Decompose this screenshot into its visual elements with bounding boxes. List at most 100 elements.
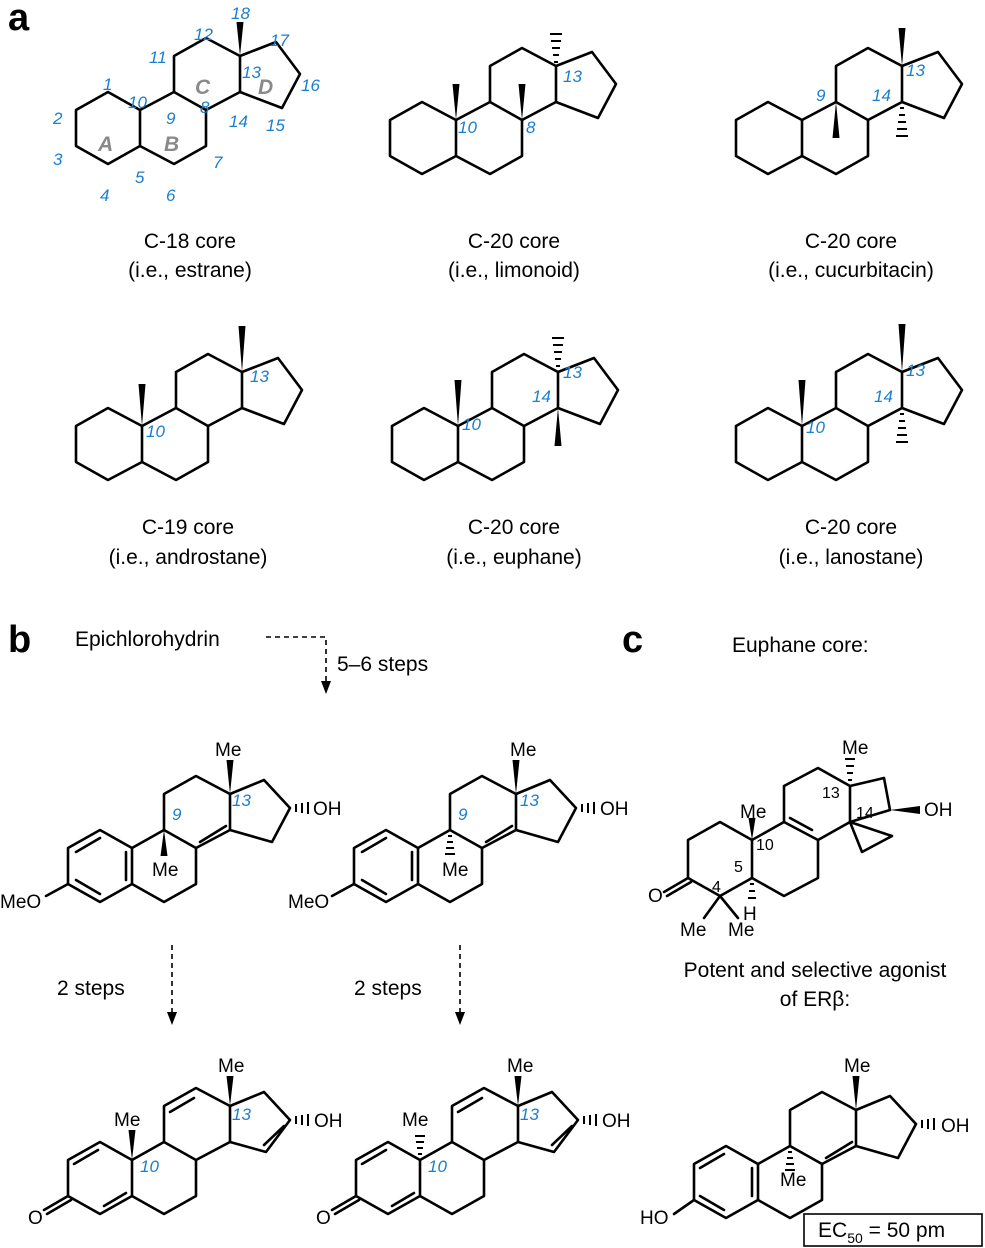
svg-text:13: 13 [520, 791, 539, 810]
svg-text:6: 6 [166, 186, 176, 205]
svg-text:A: A [97, 133, 113, 156]
svg-text:13: 13 [563, 67, 582, 86]
svg-text:9: 9 [166, 109, 176, 128]
svg-text:10: 10 [806, 418, 825, 437]
svg-text:17: 17 [270, 31, 289, 50]
svg-text:16: 16 [301, 76, 320, 95]
svg-text:10: 10 [756, 837, 774, 854]
er-beta-agonist-structure: Me OH HO Me [640, 1056, 970, 1229]
svg-text:C-20 core: C-20 core [805, 516, 897, 539]
route-arrowhead-1 [321, 681, 331, 694]
svg-text:7: 7 [213, 153, 223, 172]
svg-text:3: 3 [53, 150, 63, 169]
panel-label-c: c [622, 619, 643, 661]
svg-text:14: 14 [856, 805, 874, 822]
svg-text:Potent and selective agonist: Potent and selective agonist [684, 959, 947, 982]
svg-text:Me: Me [152, 860, 178, 881]
euphane-core-title: Euphane core: [732, 634, 869, 657]
euphane-structure: 13 14 10 [390, 337, 620, 482]
svg-text:HO: HO [640, 1208, 669, 1229]
svg-text:10: 10 [428, 1157, 447, 1176]
svg-text:13: 13 [906, 61, 925, 80]
svg-text:1: 1 [103, 75, 112, 94]
ec50-label: EC50 = 50 pm [818, 1219, 945, 1246]
svg-text:Me: Me [402, 1110, 428, 1131]
svg-text:C: C [195, 76, 211, 99]
svg-text:9: 9 [816, 86, 826, 105]
svg-text:10: 10 [128, 93, 147, 112]
androstane-structure: 13 10 [74, 326, 304, 482]
svg-text:18: 18 [231, 4, 250, 23]
svg-text:Me: Me [510, 740, 536, 761]
svg-text:C-20 core: C-20 core [468, 230, 560, 253]
panel-label-a: a [8, 0, 30, 39]
svg-text:O: O [648, 886, 663, 907]
steps-label-5-6: 5–6 steps [337, 653, 428, 676]
svg-text:14: 14 [532, 387, 551, 406]
agonist-caption: Potent and selective agonist of ERβ: [684, 959, 947, 1011]
svg-text:O: O [28, 1208, 43, 1229]
ec50-box: EC50 = 50 pm [803, 1213, 983, 1247]
svg-text:13: 13 [232, 1105, 251, 1124]
svg-text:(i.e., androstane): (i.e., androstane) [109, 546, 268, 569]
caption-lanostane: C-20 core (i.e., lanostane) [779, 516, 924, 569]
svg-text:8: 8 [526, 118, 536, 137]
svg-text:11: 11 [149, 48, 167, 67]
svg-text:D: D [258, 76, 273, 99]
svg-text:OH: OH [924, 800, 953, 821]
estrane-structure [74, 22, 302, 166]
dienone-10-beta: Me Me OH O 10 13 [28, 1056, 343, 1229]
svg-text:OH: OH [602, 1111, 631, 1132]
caption-euphane: C-20 core (i.e., euphane) [446, 516, 581, 569]
svg-text:Me: Me [780, 1170, 806, 1191]
svg-text:C-18 core: C-18 core [144, 230, 236, 253]
svg-text:C-20 core: C-20 core [805, 230, 897, 253]
svg-text:4: 4 [100, 186, 109, 205]
svg-text:10: 10 [462, 415, 481, 434]
svg-text:10: 10 [458, 118, 477, 137]
svg-text:13: 13 [906, 361, 925, 380]
svg-text:of ERβ:: of ERβ: [780, 988, 850, 1011]
caption-limonoid: C-20 core (i.e., limonoid) [448, 230, 580, 282]
svg-text:C-20 core: C-20 core [468, 516, 560, 539]
svg-text:14: 14 [872, 86, 891, 105]
svg-text:MeO: MeO [288, 892, 329, 913]
svg-text:Me: Me [740, 802, 766, 823]
svg-text:13: 13 [563, 363, 582, 382]
intermediate-9-beta: Me OH MeO Me 9 13 [0, 740, 342, 913]
epichlorohydrin-label: Epichlorohydrin [75, 628, 220, 651]
svg-text:4: 4 [712, 879, 721, 896]
svg-text:Me: Me [442, 860, 468, 881]
svg-text:Me: Me [844, 1056, 870, 1077]
svg-text:(i.e., cucurbitacin): (i.e., cucurbitacin) [768, 259, 934, 282]
svg-text:OH: OH [941, 1116, 970, 1137]
svg-text:8: 8 [200, 98, 210, 117]
dienone-10-alpha: Me Me OH O 10 13 [316, 1056, 631, 1229]
svg-text:Me: Me [114, 1110, 140, 1131]
steps-label-2-right: 2 steps [354, 977, 422, 1000]
svg-text:13: 13 [520, 1105, 539, 1124]
svg-text:10: 10 [146, 422, 165, 441]
svg-text:14: 14 [874, 387, 893, 406]
svg-text:OH: OH [600, 799, 629, 820]
steps-label-2-left: 2 steps [57, 977, 125, 1000]
caption-cucurbitacin: C-20 core (i.e., cucurbitacin) [768, 230, 934, 282]
svg-text:(i.e., lanostane): (i.e., lanostane) [779, 546, 924, 569]
svg-text:13: 13 [250, 367, 269, 386]
svg-text:13: 13 [232, 791, 251, 810]
svg-text:MeO: MeO [0, 892, 41, 913]
intermediate-9-alpha: Me OH MeO Me 9 13 [288, 740, 629, 913]
svg-text:OH: OH [314, 1111, 343, 1132]
svg-text:OH: OH [313, 799, 342, 820]
route-arrowhead-2 [167, 1012, 177, 1025]
svg-text:H: H [743, 904, 757, 925]
svg-text:Me: Me [507, 1056, 533, 1077]
svg-text:9: 9 [172, 805, 182, 824]
estrane-ring-letters: A B C D [97, 76, 273, 156]
svg-text:Me: Me [218, 1056, 244, 1077]
cucurbitacin-structure: 9 13 14 [734, 28, 964, 176]
svg-text:13: 13 [822, 785, 840, 802]
svg-text:O: O [316, 1208, 331, 1229]
svg-text:Me: Me [728, 920, 754, 941]
svg-text:(i.e., limonoid): (i.e., limonoid) [448, 259, 580, 282]
